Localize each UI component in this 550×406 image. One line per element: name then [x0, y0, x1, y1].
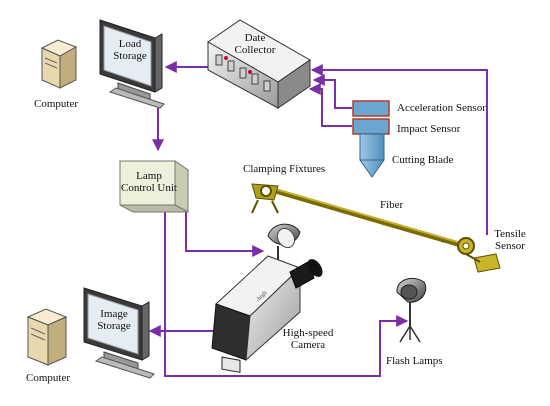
impact-sensor-label: Impact Sensor — [397, 123, 461, 135]
high-speed-camera-label-line2: Camera — [290, 339, 326, 351]
image-storage-label-line1: Image — [100, 308, 128, 320]
tensile-sensor-label-line2: Sensor — [495, 240, 525, 252]
load-storage-label: Load Storage — [112, 38, 148, 62]
data-collector-label-line1: Date — [244, 32, 266, 44]
data-collector-label-line2: Collector — [234, 44, 276, 56]
lamp-control-unit-label-line2: Control Unit — [121, 182, 177, 194]
spotlight-lamp-icon — [267, 223, 301, 264]
tensile-sensor-label-line1: Tensile — [494, 228, 526, 240]
data-collector-label: Date Collector — [225, 32, 285, 56]
high-speed-camera-icon: -high — [211, 255, 323, 373]
acceleration-sensor-icon — [352, 100, 390, 117]
image-storage-monitor-icon — [83, 287, 155, 379]
high-speed-camera-label-line1: High-speed — [282, 327, 334, 339]
data-collector-device-icon — [207, 19, 311, 109]
lamp-control-unit-label-line1: Lamp — [136, 170, 162, 182]
computer-tower-bottom-icon — [26, 308, 68, 366]
load-storage-label-line1: Load — [118, 38, 142, 50]
cutting-blade-icon — [359, 133, 385, 178]
image-storage-label-line2: Storage — [97, 320, 131, 332]
load-storage-label-line2: Storage — [113, 50, 147, 62]
computer-tower-top-icon — [40, 39, 78, 89]
high-speed-camera-label: High-speed Camera — [278, 327, 338, 351]
impact-sensor-icon — [352, 118, 390, 135]
computer-top-label: Computer — [34, 98, 78, 110]
load-storage-monitor-icon — [99, 19, 165, 109]
tensile-sensor-label: Tensile Sensor — [488, 228, 532, 252]
right-clamping-fixture-icon — [457, 237, 475, 255]
tensile-sensor-icon — [465, 253, 501, 273]
flash-lamp-icon — [396, 277, 427, 343]
flash-lamps-label: Flash Lamps — [386, 355, 443, 367]
svg-text:-: - — [441, 236, 444, 246]
lamp-control-unit-label: Lamp Control Unit — [118, 170, 180, 194]
acceleration-sensor-label: Acceleration Sensor — [397, 102, 486, 114]
image-storage-label: Image Storage — [94, 308, 134, 332]
lamp-control-to-spotlight-arrow — [185, 203, 265, 257]
impact-sensor-to-collector-arrow — [308, 83, 352, 127]
left-clamping-fixture-icon — [251, 183, 279, 214]
clamping-fixtures-label: Clamping Fixtures — [243, 163, 326, 175]
fiber-assembly: - — [251, 183, 501, 273]
tensile-sensor-to-collector-arrow — [310, 64, 488, 235]
lamp-control-unit-box — [118, 160, 190, 213]
computer-bottom-label: Computer — [26, 372, 70, 384]
cutting-blade-label: Cutting Blade — [392, 154, 454, 166]
connection-lines — [148, 61, 488, 377]
fiber-label: Fiber — [380, 199, 404, 211]
fiber-strand — [262, 185, 471, 250]
lamp-control-to-flash-lamps-arrow — [164, 210, 409, 377]
acceleration-sensor-to-collector-arrow — [312, 74, 352, 109]
